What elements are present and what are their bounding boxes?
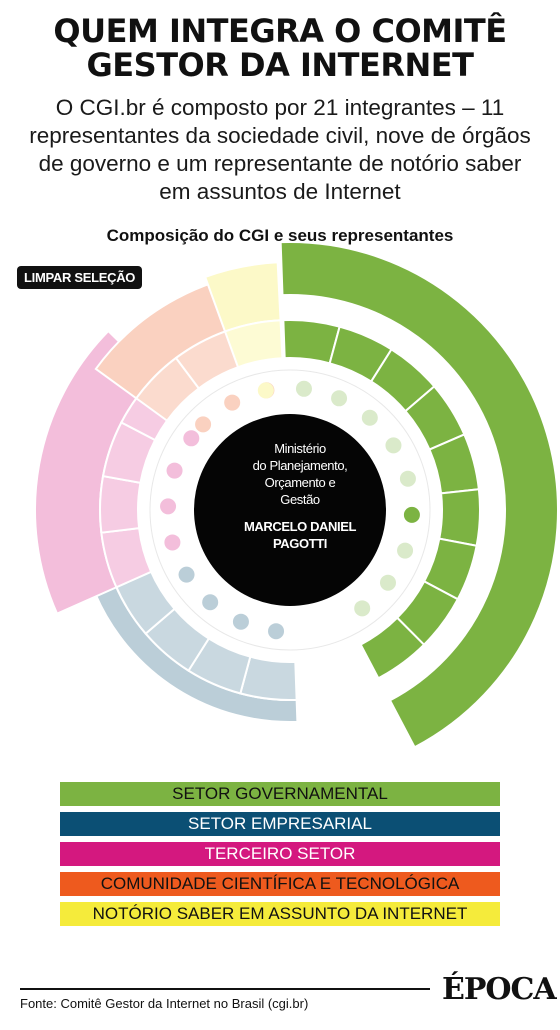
member-dot[interactable]	[183, 430, 200, 447]
member-dot[interactable]	[268, 623, 285, 640]
member-segment[interactable]	[223, 319, 284, 369]
member-dot[interactable]	[232, 613, 249, 630]
member-dot[interactable]	[224, 394, 241, 411]
member-dot[interactable]	[331, 390, 348, 407]
member-dot[interactable]	[202, 594, 219, 611]
sector-legend: SETOR GOVERNAMENTAL SETOR EMPRESARIAL TE…	[60, 782, 500, 932]
sector-band[interactable]	[279, 241, 559, 749]
page-title: QUEM INTEGRA O COMITÊ GESTOR DA INTERNET	[0, 14, 560, 82]
title-line-1: QUEM INTEGRA O COMITÊ	[53, 12, 507, 50]
member-dot[interactable]	[160, 498, 177, 515]
member-dot[interactable]	[354, 600, 371, 617]
legend-label: NOTÓRIO SABER EM ASSUNTO DA INTERNET	[92, 904, 468, 923]
selected-member-name-line-1: MARCELO DANIEL	[243, 519, 357, 534]
legend-business[interactable]: SETOR EMPRESARIAL	[60, 812, 500, 836]
member-dot[interactable]	[164, 534, 181, 551]
member-dot[interactable]	[295, 380, 312, 397]
footer-divider	[20, 988, 430, 990]
selected-member-name-line-2: PAGOTTI	[272, 536, 327, 551]
title-line-2: GESTOR DA INTERNET	[86, 46, 474, 84]
center-info-circle	[194, 414, 386, 606]
member-dot[interactable]	[166, 462, 183, 479]
chart-title: Composição do CGI e seus representantes	[106, 226, 454, 245]
member-dot[interactable]	[195, 416, 212, 433]
composition-donut-chart	[34, 241, 559, 749]
legend-notorious-knowledge[interactable]: NOTÓRIO SABER EM ASSUNTO DA INTERNET	[60, 902, 500, 926]
legend-label: COMUNIDADE CIENTÍFICA E TECNOLÓGICA	[100, 874, 460, 893]
member-dot[interactable]	[397, 542, 414, 559]
selected-organ-line-4: Gestão	[280, 492, 320, 507]
legend-third-sector[interactable]: TERCEIRO SETOR	[60, 842, 500, 866]
selected-organ-line-3: Orçamento e	[264, 475, 336, 490]
member-segment[interactable]	[438, 488, 481, 547]
legend-governmental[interactable]: SETOR GOVERNAMENTAL	[60, 782, 500, 806]
member-dot[interactable]	[385, 437, 402, 454]
legend-label: SETOR EMPRESARIAL	[188, 814, 372, 833]
legend-label: SETOR GOVERNAMENTAL	[172, 784, 388, 803]
legend-label: TERCEIRO SETOR	[204, 844, 356, 863]
subtitle: O CGI.br é composto por 21 integrantes –…	[29, 95, 531, 204]
member-dot[interactable]	[379, 574, 396, 591]
member-dot[interactable]	[257, 382, 274, 399]
source-note: Fonte: Comitê Gestor da Internet no Bras…	[20, 996, 309, 1011]
member-dot[interactable]	[361, 409, 378, 426]
member-dot[interactable]	[399, 470, 416, 487]
selected-member-info: Ministério do Planejamento, Orçamento e …	[230, 440, 370, 552]
selected-organ-line-2: do Planejamento,	[252, 458, 348, 473]
epoca-logo: ÉPOCA	[442, 972, 557, 1007]
legend-scientific-community[interactable]: COMUNIDADE CIENTÍFICA E TECNOLÓGICA	[60, 872, 500, 896]
member-dot-selected[interactable]	[403, 506, 420, 523]
inner-ring-outline	[149, 369, 431, 651]
member-dot[interactable]	[178, 566, 195, 583]
member-segment[interactable]	[359, 616, 426, 680]
selected-organ-line-1: Ministério	[274, 441, 326, 456]
clear-selection-button[interactable]: LIMPAR SELEÇÃO	[17, 266, 143, 289]
member-segment[interactable]	[99, 474, 142, 534]
